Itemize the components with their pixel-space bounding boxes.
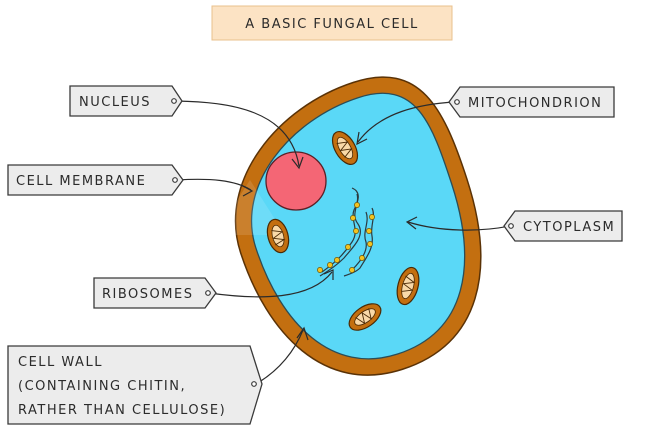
cell-membrane-arrowhead (240, 184, 254, 197)
title-box (211, 5, 453, 41)
nucleus (265, 151, 327, 211)
mitochondrion-arrowhead (356, 131, 368, 146)
label-cell-wall: CELL WALL (CONTAINING CHITIN, RATHER THA… (7, 345, 263, 425)
label-cell-membrane-text: CELL MEMBRANE (16, 174, 146, 189)
ribosome (353, 228, 359, 234)
cytoplasm-pointer (407, 221, 511, 231)
label-mitochondrion: MITOCHONDRION (448, 86, 615, 118)
label-nucleus-text: NUCLEUS (79, 95, 151, 110)
cell-wall-arrowhead (296, 326, 309, 341)
mitochondrion-2 (266, 218, 290, 254)
ribosome (354, 202, 360, 208)
ribosomes-pointer (208, 271, 333, 298)
label-ribosomes: RIBOSOMES (93, 277, 217, 309)
mitochondrion-1 (331, 131, 359, 165)
cell-wall-pointer (255, 329, 304, 385)
ribosomes-arrowhead (323, 269, 334, 280)
ribosome (359, 255, 365, 261)
ribosome (334, 257, 340, 263)
ribosome (350, 215, 356, 221)
title-banner: A BASIC FUNGAL CELL (211, 5, 453, 41)
ribosome (367, 241, 373, 247)
cytoplasm-arrowhead (405, 216, 418, 230)
ribosome (317, 267, 323, 273)
cytoplasm-highlight (215, 180, 285, 235)
pointer-lines (175, 100, 511, 385)
ribosome (366, 228, 372, 234)
mitochondrion-pointer (357, 101, 456, 143)
label-cell-wall-line2: (CONTAINING CHITIN, (18, 379, 186, 394)
ribosome (345, 244, 351, 250)
ribosomes (317, 202, 375, 273)
ribosome (349, 267, 355, 273)
mitochondrion-4 (348, 303, 382, 331)
label-cell-membrane: CELL MEMBRANE (7, 164, 184, 196)
label-cytoplasm-text: CYTOPLASM (523, 220, 615, 235)
label-cell-wall-line1: CELL WALL (18, 355, 103, 370)
fungal-cell (215, 76, 482, 376)
label-mitochondrion-text: MITOCHONDRION (468, 96, 602, 111)
diagram-title: A BASIC FUNGAL CELL (245, 17, 418, 32)
ribosome (327, 262, 333, 268)
label-ribosomes-text: RIBOSOMES (102, 287, 193, 302)
label-cell-wall-line3: RATHER THAN CELLULOSE) (18, 403, 226, 418)
nucleus-pointer (175, 100, 300, 167)
ribosome (369, 214, 375, 220)
label-cytoplasm: CYTOPLASM (503, 210, 623, 242)
mitochondrion-3 (396, 266, 420, 306)
endoplasmic-reticulum (319, 187, 375, 277)
nucleus-arrowhead (291, 156, 304, 170)
label-nucleus: NUCLEUS (69, 85, 183, 117)
